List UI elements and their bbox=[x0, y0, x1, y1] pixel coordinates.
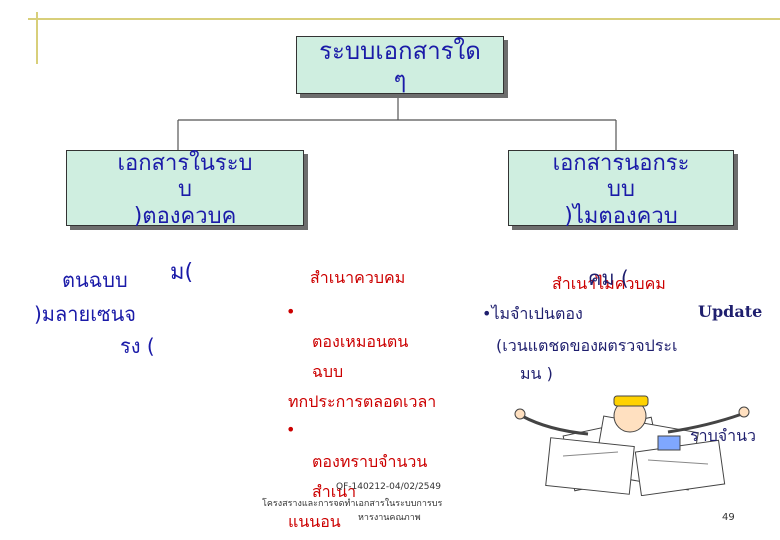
outside-system-node: เอกสารนอกระ บบ )ไมตองควบ bbox=[508, 150, 734, 226]
footer-title-line1: โครงสรางและการจดทำเอกสารในระบบการบร bbox=[262, 496, 442, 510]
outside-label-line1: เอกสารนอกระ bbox=[509, 151, 733, 177]
root-label-line2: ๆ bbox=[297, 66, 503, 95]
page-number: 49 bbox=[722, 512, 735, 523]
controlled-line-4: ตองทราบจำนวน bbox=[312, 450, 427, 475]
controlled-copy-heading: สำเนาควบคม bbox=[310, 266, 405, 291]
inside-label-line1: เอกสารในระบ bbox=[67, 151, 303, 177]
uncontrolled-update: Update bbox=[698, 302, 762, 321]
inside-label-line3: )ตองควบค bbox=[67, 204, 303, 230]
outside-label-line3: )ไมตองควบ bbox=[509, 204, 733, 230]
controlled-bullet-2: • bbox=[286, 420, 295, 439]
left-note-signed: )มลายเซนจ bbox=[34, 298, 136, 330]
controlled-line-6: แนนอน bbox=[288, 510, 341, 535]
uncontrolled-kom-overlay: คม ( bbox=[588, 262, 629, 294]
root-node: ระบบเอกสารใด ๆ bbox=[296, 36, 504, 94]
left-note-m-paren: ม( bbox=[170, 254, 193, 289]
controlled-line-1: ตองเหมอนตน bbox=[312, 330, 408, 355]
controlled-line-2: ฉบบ bbox=[312, 360, 343, 385]
root-label-line1: ระบบเอกสารใด bbox=[297, 37, 503, 66]
footer-doc-code: QF-140212-04/02/2549 bbox=[336, 482, 441, 492]
uncontrolled-line-4: ราบจำนว bbox=[690, 424, 756, 449]
footer-title-line2: หารงานคณภาพ bbox=[358, 510, 421, 524]
controlled-line-3: ทกประการตลอดเวลา bbox=[288, 390, 436, 415]
uncontrolled-line-1: •ไมจำเปนตอง bbox=[482, 302, 583, 327]
uncontrolled-line-2: (เวนแตชดของผตรวจประเ bbox=[496, 334, 677, 359]
inside-label-line2: บ bbox=[67, 177, 303, 203]
left-note-original: ตนฉบบ bbox=[62, 264, 128, 296]
outside-label-line2: บบ bbox=[509, 177, 733, 203]
uncontrolled-line-3: มน ) bbox=[520, 362, 553, 387]
controlled-bullet-1: • bbox=[286, 302, 295, 321]
left-note-rong: รง ( bbox=[120, 330, 155, 362]
inside-system-node: เอกสารในระบ บ )ตองควบค bbox=[66, 150, 304, 226]
